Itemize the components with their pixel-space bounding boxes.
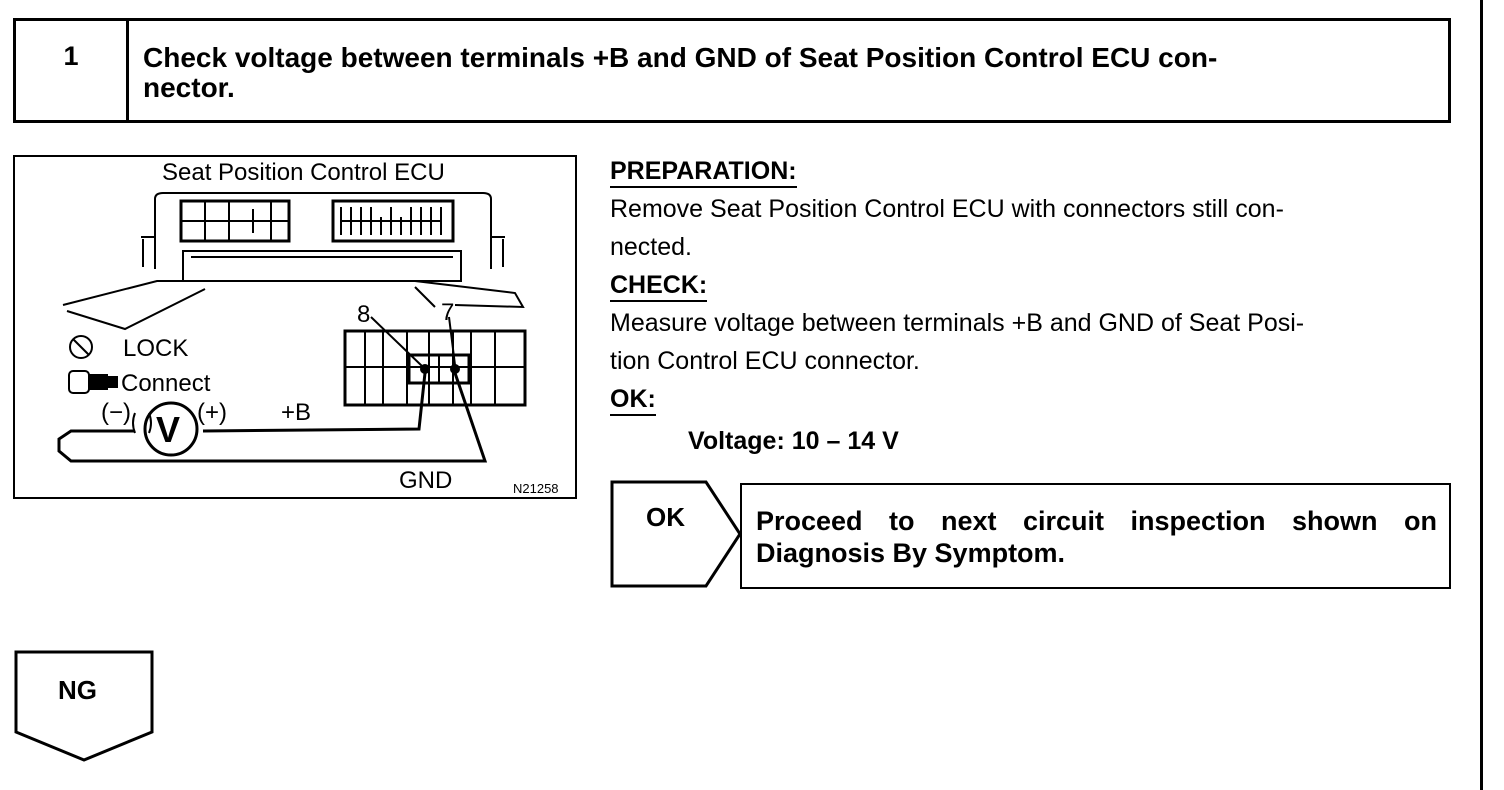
lock-label: LOCK (123, 335, 189, 362)
voltmeter-icon: V (156, 409, 181, 450)
ok-result-box: Proceed to next circuit inspection shown… (740, 483, 1451, 589)
ok-arrow-icon (610, 480, 742, 588)
ok-heading: OK: (610, 384, 656, 416)
preparation-heading: PREPARATION: (610, 156, 797, 188)
check-heading: CHECK: (610, 270, 708, 302)
voltage-spec: Voltage: 10 – 14 V (688, 427, 899, 455)
step-header: 1 Check voltage between terminals +B and… (13, 18, 1451, 123)
minus-terminal-label: (−) (101, 399, 131, 426)
gnd-label: GND (399, 467, 453, 494)
procedure-text: PREPARATION: Remove Seat Position Contro… (610, 152, 1446, 460)
ok-tag-label: OK (646, 502, 685, 532)
ng-arrow-icon (14, 650, 154, 762)
connect-label: Connect (121, 370, 211, 397)
ok-branch-tag: OK (610, 480, 745, 588)
check-text: Measure voltage between terminals +B and… (610, 309, 1305, 375)
ecu-illustration (57, 192, 527, 463)
ecu-title: Seat Position Control ECU (162, 159, 445, 186)
pin-8-label: 8 (357, 301, 371, 328)
step-number: 1 (16, 21, 129, 120)
b-terminal-label: +B (281, 399, 312, 426)
page-edge-divider (1480, 0, 1483, 790)
ng-branch-tag: NG (14, 650, 154, 762)
step-title: Check voltage between terminals +B and G… (143, 42, 1218, 103)
figure-id: N21258 (513, 481, 559, 496)
pin-7-label: 7 (441, 299, 455, 326)
preparation-text: Remove Seat Position Control ECU with co… (610, 195, 1284, 261)
wiring-diagram: Seat Position Control ECU LOCK Connect (… (13, 155, 577, 499)
plus-terminal-label: (+) (197, 399, 227, 426)
ng-tag-label: NG (58, 675, 97, 705)
